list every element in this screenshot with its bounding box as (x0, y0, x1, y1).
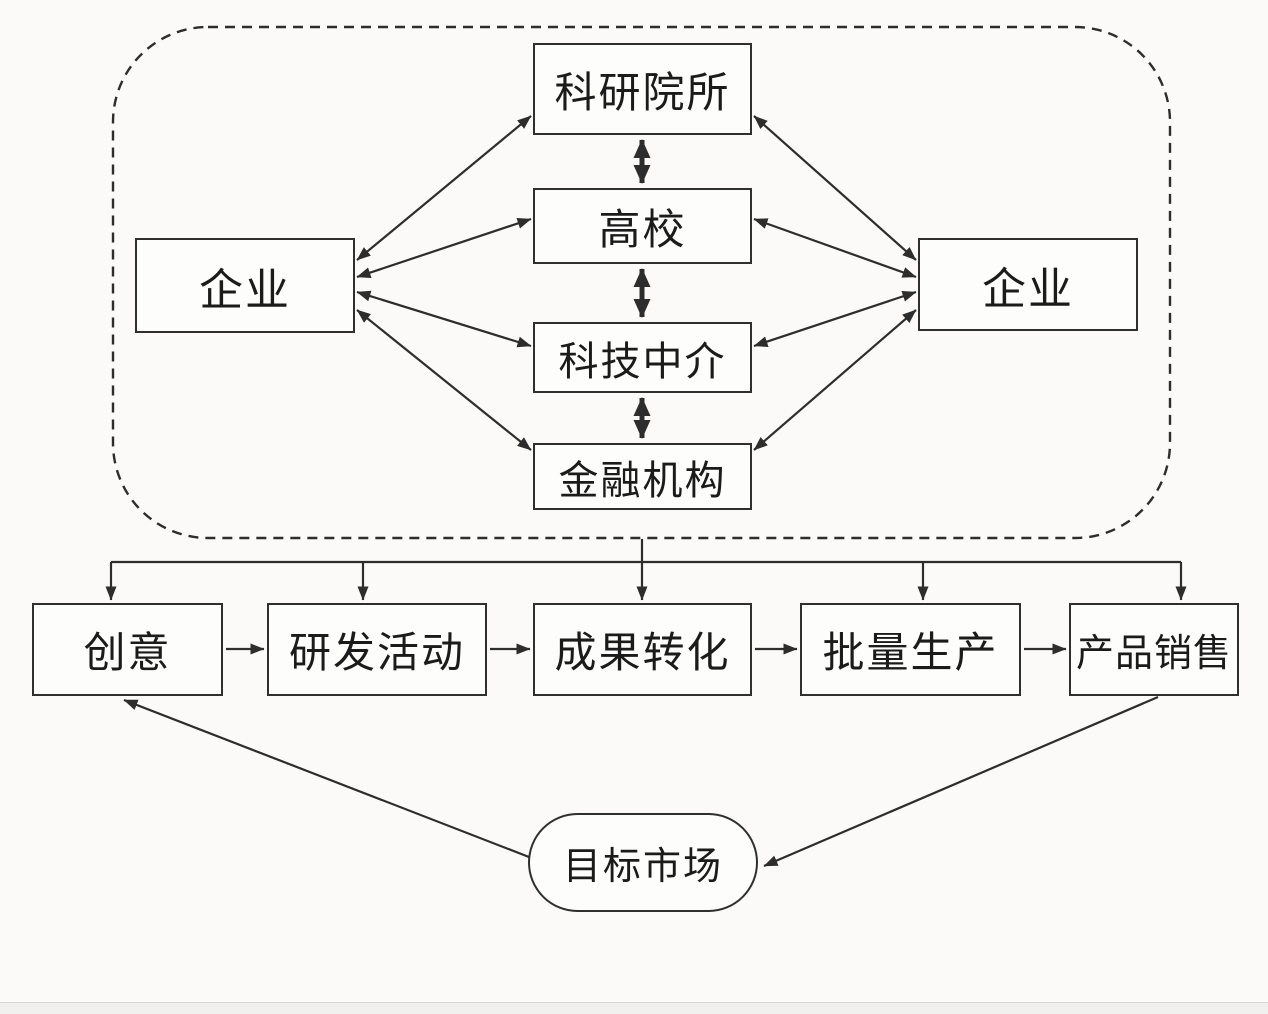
cluster-dashed-border (111, 25, 1172, 540)
node-achievement-transform: 成果转化 (533, 603, 752, 696)
node-financial-institution: 金融机构 (533, 443, 752, 510)
node-enterprise-left: 企业 (135, 238, 355, 333)
edge-entR-intermediary (753, 290, 917, 348)
edge-entR-financial (753, 309, 917, 451)
edge-entR-research (753, 115, 917, 261)
node-tech-intermediary: 科技中介 (533, 322, 752, 393)
left-enterprise-edges (356, 115, 532, 451)
node-target-market: 目标市场 (528, 813, 758, 912)
node-idea: 创意 (32, 603, 223, 696)
right-enterprise-edges (753, 115, 917, 451)
node-enterprise-right: 企业 (918, 238, 1138, 331)
node-university: 高校 (533, 188, 752, 264)
edge-entL-financial (356, 309, 532, 451)
cluster-to-process-edges (105, 539, 1187, 601)
market-loop-edges (123, 695, 1159, 868)
edge-entL-intermediary (356, 290, 532, 348)
edge-sales-market (763, 695, 1159, 868)
node-product-sales: 产品销售 (1069, 603, 1239, 696)
bottom-strip (0, 1002, 1268, 1014)
node-mass-production: 批量生产 (800, 603, 1021, 696)
node-research-institute: 科研院所 (533, 43, 752, 135)
edge-market-idea (123, 698, 530, 859)
edge-entR-university (753, 217, 917, 279)
node-rnd-activity: 研发活动 (267, 603, 487, 696)
edge-entL-university (356, 217, 532, 279)
edge-entL-research (356, 115, 532, 261)
